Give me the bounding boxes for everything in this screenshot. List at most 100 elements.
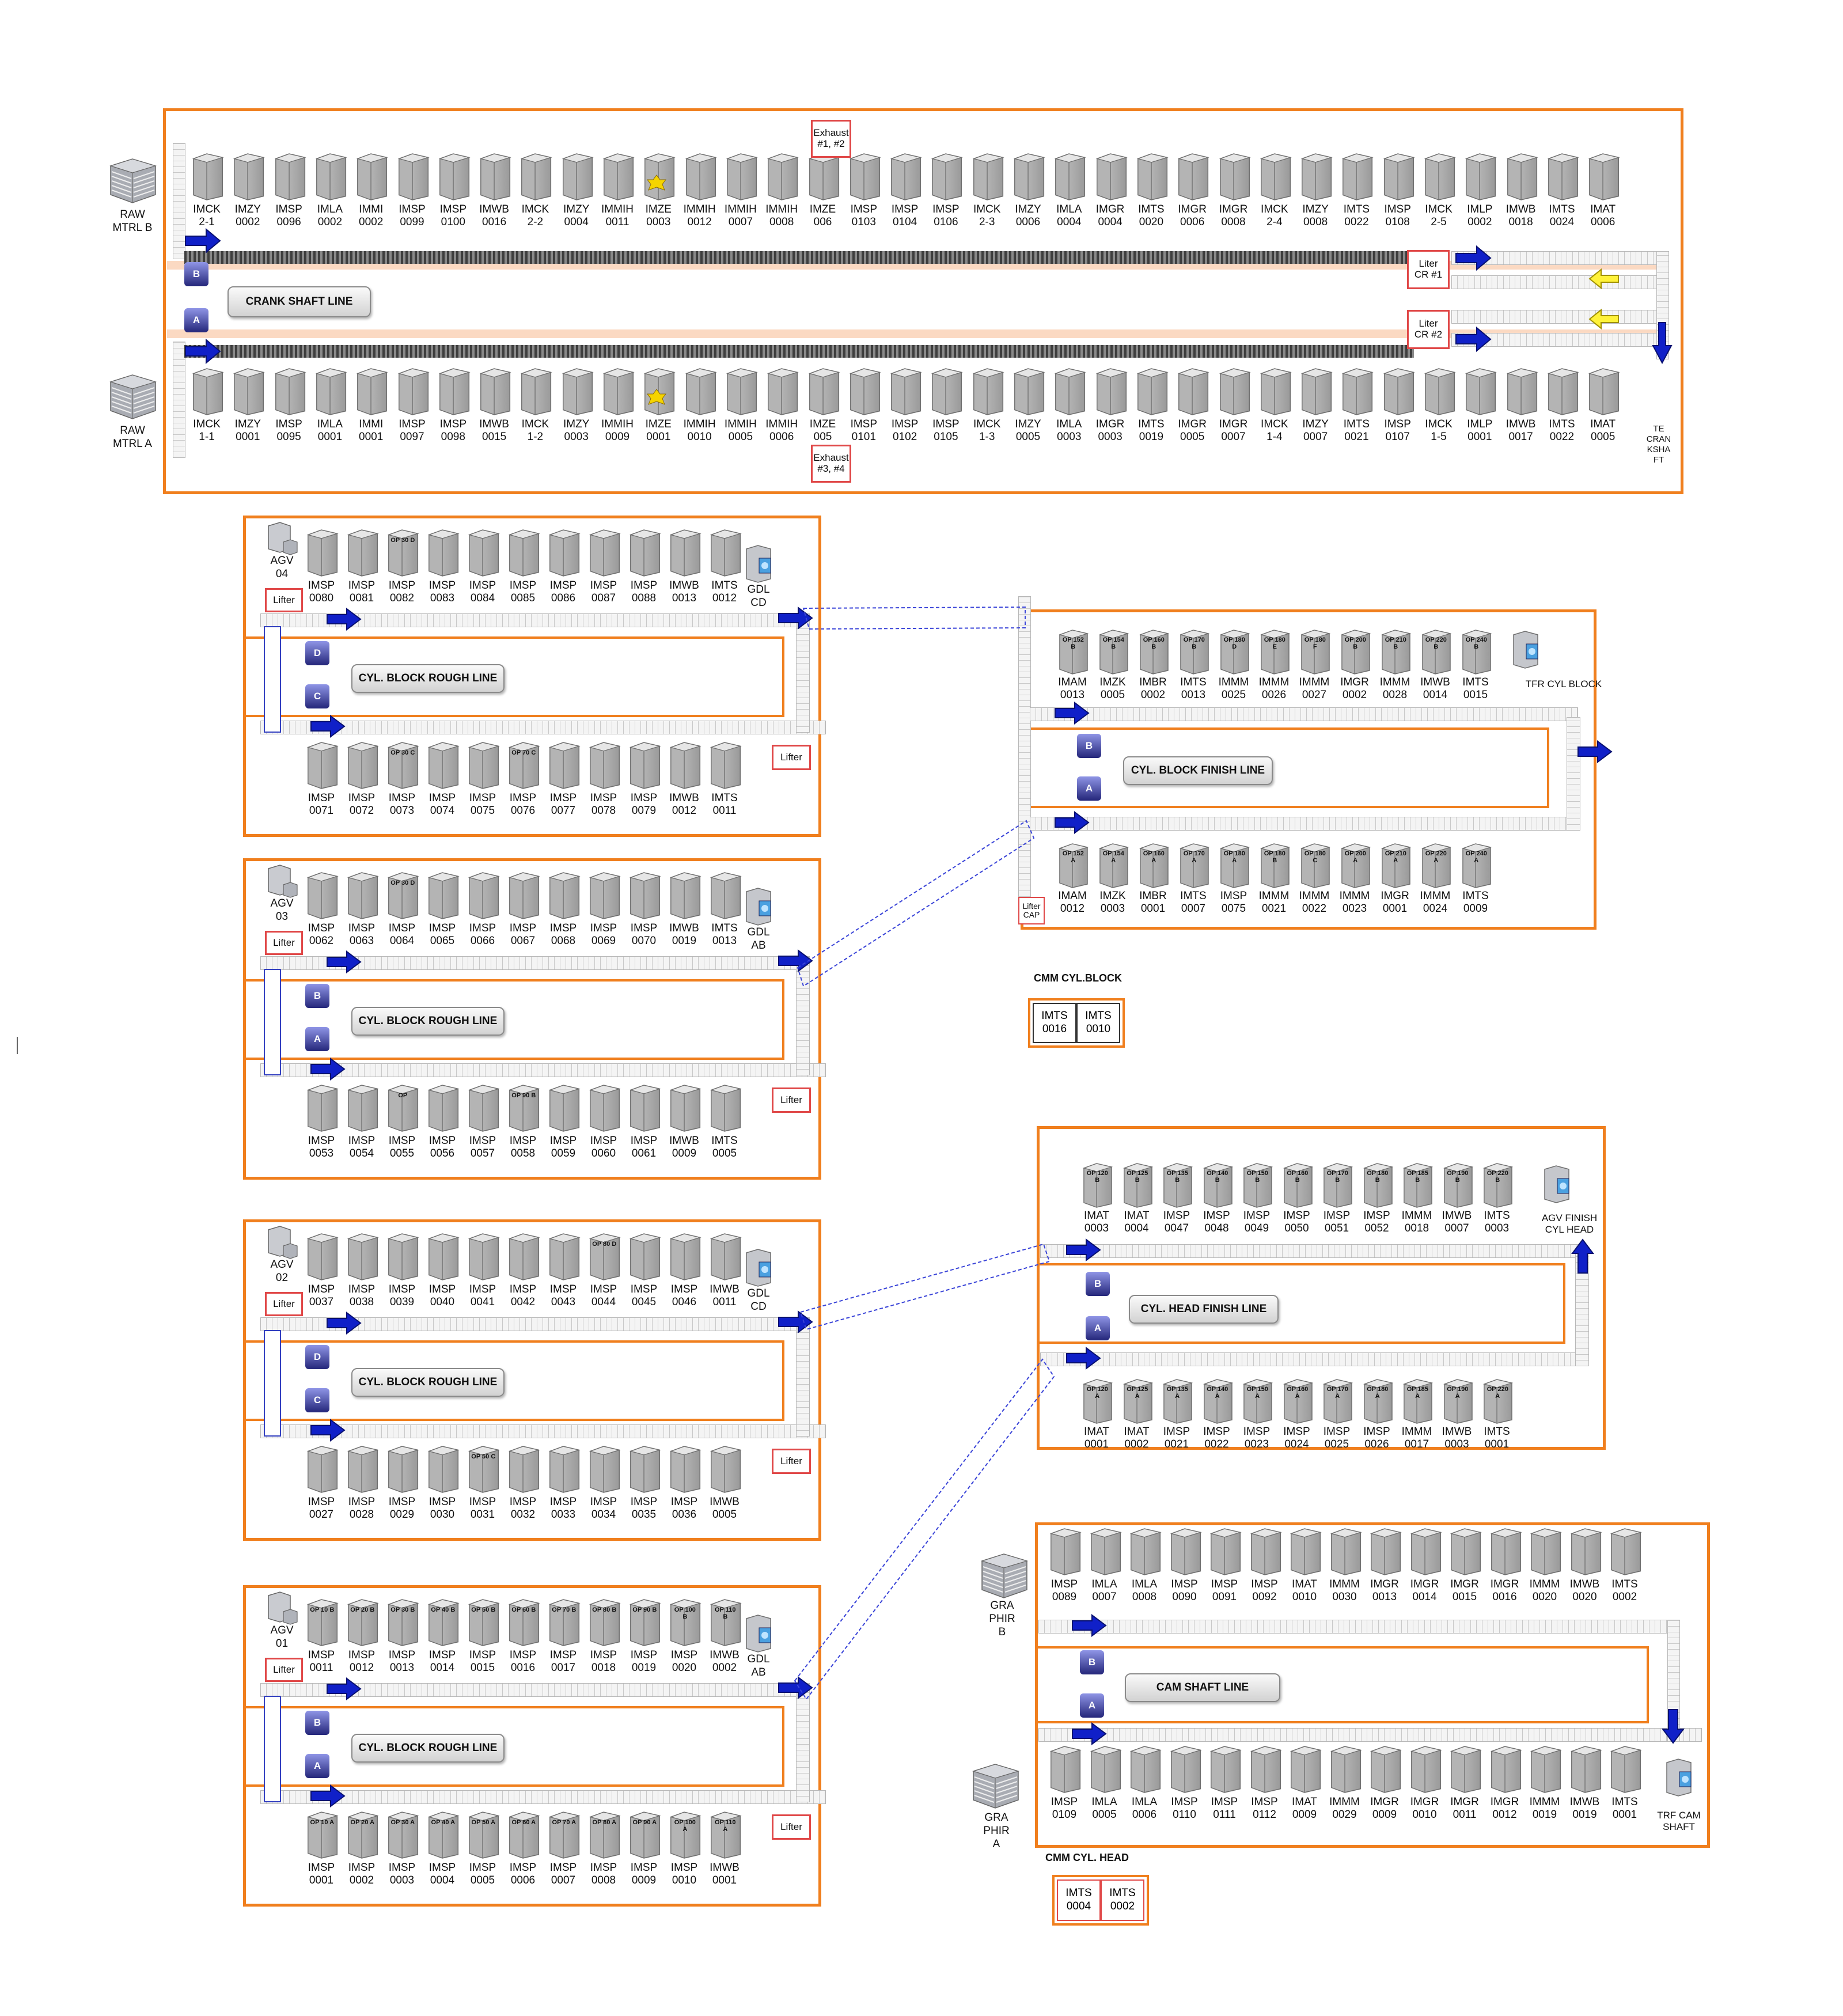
- machine-label: IMWB 0003: [1442, 1426, 1472, 1450]
- machine-icon: [343, 1445, 381, 1494]
- machine-icon: OP 80 B: [585, 1598, 623, 1647]
- machine-icon: OP 160 A: [1135, 843, 1171, 889]
- agv-finish-cyl-head-label: AGV FINISH CYL HEAD: [1541, 1212, 1598, 1236]
- machine-icon: OP 70 A: [544, 1811, 582, 1859]
- machine-icon: [302, 871, 340, 920]
- crank-conveyor-bottom-right: [1451, 310, 1660, 324]
- machine-icon: [1337, 153, 1375, 201]
- machine-op-label: OP 150 A: [1246, 1386, 1268, 1400]
- machine-icon: [1166, 1745, 1204, 1794]
- machine-label: IMCK 2-2: [521, 203, 549, 228]
- block-finish-conveyor-left: [1018, 596, 1031, 908]
- machine-label: IMSP 0027: [308, 1496, 335, 1521]
- machine-label: IMSP 0095: [275, 418, 302, 443]
- machine-icon: [1125, 1745, 1163, 1794]
- machine-icon: [544, 529, 582, 577]
- block-finish-badge-b: B: [1077, 734, 1101, 758]
- machine-icon: [722, 153, 760, 201]
- machine-icon: [763, 153, 801, 201]
- machine-label: IMSP 0021: [1163, 1426, 1190, 1450]
- machine-icon: OP 180 A: [1359, 1378, 1395, 1424]
- machine-icon: OP 170 B: [1318, 1162, 1355, 1208]
- machine-icon: [1285, 1745, 1324, 1794]
- raw-material-a-icon: [105, 370, 160, 425]
- machine-op-label: OP 10 B: [310, 1606, 335, 1614]
- machine-label: IMZK 0003: [1099, 890, 1126, 915]
- machine-icon: OP 180 F: [1296, 629, 1333, 675]
- machine-label: IMSP 0009: [630, 1862, 658, 1886]
- machine-icon: [1326, 1745, 1364, 1794]
- machine-icon: [1584, 153, 1622, 201]
- machine-op-label: OP 200 B: [1344, 636, 1366, 650]
- machine-label: IMAT 0006: [1590, 203, 1616, 228]
- machine-icon: [1091, 153, 1129, 201]
- transfer-connector: [794, 1358, 1055, 1700]
- machine-icon: OP 180 B: [1359, 1162, 1395, 1208]
- machine-label: IMGR 0011: [1450, 1796, 1479, 1821]
- arrow-right-icon: [185, 338, 221, 365]
- machine-op-label: OP 185 A: [1406, 1386, 1428, 1400]
- head-finish-conveyor-right: [1575, 1253, 1589, 1366]
- cmm-head-box: IMTS 0004 IMTS 0002: [1052, 1875, 1149, 1926]
- machine-label: IMGR 0013: [1370, 1578, 1399, 1603]
- agv-icon: [266, 863, 298, 901]
- machine-icon: OP 180 B: [1256, 843, 1292, 889]
- agv-icon: [266, 520, 298, 559]
- machine-icon: [544, 1445, 582, 1494]
- machine-icon: OP 100 B: [665, 1598, 703, 1647]
- lifter-box-bottom: Lifter: [772, 1814, 811, 1840]
- machine-label: IMGR 0004: [1095, 203, 1125, 228]
- agv-label: AGV 04: [270, 555, 294, 580]
- machine-icon: [1543, 367, 1581, 416]
- machine-icon: [1205, 1745, 1243, 1794]
- machine-label: IMSP 0111: [1211, 1796, 1238, 1821]
- machine-label: IMSP 0052: [1363, 1210, 1390, 1234]
- arrow-right-icon: [1455, 245, 1492, 271]
- machine-op-label: OP 240 B: [1465, 636, 1487, 650]
- machine-label: IMTS 0013: [1180, 676, 1207, 701]
- rough-lifter-shaft: [264, 1330, 281, 1437]
- agv-label: AGV 01: [270, 1624, 294, 1650]
- machine-label: IMSP 0089: [1051, 1578, 1078, 1603]
- machine-icon: [1045, 1528, 1083, 1576]
- machine-icon: [1050, 367, 1088, 416]
- machine-op-label: OP 10 A: [310, 1819, 335, 1826]
- machine-op-label: OP 152 B: [1062, 636, 1084, 650]
- machine-icon: [927, 153, 965, 201]
- transfer-connector: [799, 1243, 1051, 1331]
- machine-icon: OP 135 A: [1158, 1378, 1195, 1424]
- machine-icon: [434, 153, 472, 201]
- lifter-box-top: Lifter: [265, 588, 303, 612]
- crank-input-conveyor-a: [173, 342, 185, 458]
- machine-op-label: OP 200 A: [1344, 850, 1366, 864]
- machine-icon: [1461, 153, 1499, 201]
- machine-icon: OP 170 B: [1175, 629, 1212, 675]
- machine-icon: OP 120 A: [1078, 1378, 1115, 1424]
- lifter-box-top: Lifter: [265, 931, 303, 955]
- machine-label: IMZY 0004: [563, 203, 590, 228]
- cam-badge-a: A: [1080, 1693, 1104, 1718]
- machine-icon: [598, 367, 636, 416]
- machine-label: IMGR 0006: [1178, 203, 1207, 228]
- raw-material-b-label: RAW MTRL B: [112, 209, 153, 234]
- machine-label: IMMM 0025: [1218, 676, 1249, 701]
- graphir-b-icon: [976, 1549, 1031, 1604]
- machine-op-label: OP 70 A: [552, 1819, 577, 1826]
- machine-label: IMSP 0063: [348, 922, 376, 947]
- machine-icon: [302, 1233, 340, 1281]
- machine-label: IMAT 0009: [1292, 1796, 1317, 1821]
- machine-label: IMSP 0061: [630, 1135, 658, 1159]
- machine-label: IMSP 0015: [469, 1649, 496, 1674]
- machine-label: IMTS 0011: [711, 792, 738, 817]
- te-crankshaft-label: TE CRAN KSHA FT: [1646, 424, 1671, 465]
- machine-icon: OP 90 A: [625, 1811, 663, 1859]
- machine-label: IMTS 0013: [711, 922, 738, 947]
- machine-label: IMGR 0001: [1381, 890, 1409, 915]
- machine-icon: OP 180 E: [1256, 629, 1292, 675]
- machine-icon: [343, 1233, 381, 1281]
- machine-op-label: OP 30 C: [390, 749, 415, 757]
- arrow-down-icon: [1652, 322, 1673, 365]
- graphir-a-label: GRA PHIR A: [983, 1812, 1010, 1850]
- machine-label: IMSP 0110: [1171, 1796, 1198, 1821]
- machine-icon: [475, 367, 513, 416]
